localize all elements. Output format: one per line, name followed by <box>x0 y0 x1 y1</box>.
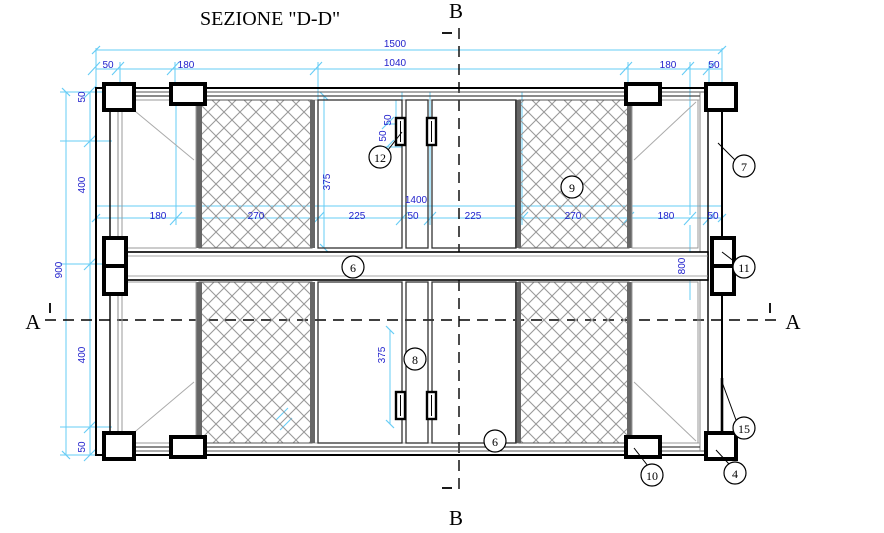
hinge-icon <box>394 116 438 421</box>
dim-chain-50-c: 50 <box>407 211 419 222</box>
dim-left-400-lower: 400 <box>77 346 88 363</box>
hatched-panel <box>518 281 630 444</box>
side-hardware <box>102 236 128 268</box>
section-marker-b-bottom: B <box>449 506 463 530</box>
callout-15: 15 <box>732 416 756 440</box>
callout-label: 9 <box>569 181 575 195</box>
dim-top-left-180: 180 <box>178 60 195 71</box>
dim-chain-225-l: 225 <box>349 211 366 222</box>
structure-plan <box>95 82 738 461</box>
callout-8: 8 <box>403 347 427 371</box>
callout-layer <box>387 131 737 467</box>
edge-post <box>624 435 662 459</box>
callout-label: 7 <box>741 160 747 174</box>
dim-top-left-50: 50 <box>102 60 114 71</box>
door-leaf <box>317 281 403 444</box>
dim-chain-50-r: 50 <box>707 211 719 222</box>
door-leaf <box>317 99 403 249</box>
dimension-texts: 1500 1040 50 180 180 50 50 400 900 400 5… <box>54 39 720 453</box>
callout-6-upper: 6 <box>341 255 365 279</box>
dim-top-right-180: 180 <box>660 60 677 71</box>
dim-top-right-50: 50 <box>708 60 720 71</box>
transom-beam <box>109 251 709 281</box>
corner-post <box>704 82 738 112</box>
callout-label: 10 <box>646 469 658 483</box>
callout-10: 10 <box>640 463 664 487</box>
edge-post <box>169 82 207 106</box>
section-marker-a-right: A <box>785 310 801 334</box>
side-hardware <box>102 264 128 296</box>
callout-label: 8 <box>412 353 418 367</box>
callout-label: 6 <box>350 261 356 275</box>
callout-11: 11 <box>732 255 756 279</box>
section-lines <box>45 28 782 493</box>
section-marker-a-left: A <box>25 310 41 334</box>
dim-chain-270-l: 270 <box>248 211 265 222</box>
dim-right-800: 800 <box>677 257 688 274</box>
dim-chain-180-r: 180 <box>658 211 675 222</box>
callout-label: 15 <box>738 422 750 436</box>
hatched-panel <box>518 99 630 249</box>
dim-chain-180-l: 180 <box>150 211 167 222</box>
callout-9: 9 <box>560 175 584 199</box>
dim-left-400-upper: 400 <box>77 176 88 193</box>
section-marker-labels: B B A A <box>25 0 801 530</box>
callout-label: 4 <box>732 467 738 481</box>
corner-post <box>102 431 136 461</box>
callout-7: 7 <box>732 154 756 178</box>
dim-left-900: 900 <box>54 261 65 278</box>
callout-label: 11 <box>738 261 750 275</box>
callouts: 12 9 7 11 6 8 6 15 10 4 <box>341 145 756 487</box>
door-leaf <box>431 99 517 249</box>
callout-12: 12 <box>368 145 392 169</box>
edge-post <box>169 435 207 459</box>
dim-top-inner: 1040 <box>384 58 407 69</box>
callout-label: 6 <box>492 435 498 449</box>
dim-chain-270-r: 270 <box>565 211 582 222</box>
dim-center-375-lower: 375 <box>377 346 388 363</box>
side-hardware <box>710 236 736 268</box>
door-leaf <box>405 99 429 249</box>
page-title: SEZIONE "D-D" <box>200 8 340 30</box>
door-leaf <box>431 281 517 444</box>
edge-post <box>624 82 662 106</box>
hatched-panel <box>198 281 313 444</box>
dim-top-overall: 1500 <box>384 39 407 50</box>
corner-post <box>102 82 136 112</box>
dim-left-bottom-50: 50 <box>77 441 88 453</box>
side-hardware <box>710 264 736 296</box>
hatched-panel <box>198 99 313 249</box>
dim-left-top-50: 50 <box>77 91 88 103</box>
callout-4: 4 <box>723 461 747 485</box>
callout-6-lower: 6 <box>483 429 507 453</box>
dim-center-50-a: 50 <box>383 114 394 126</box>
section-marker-b-top: B <box>449 0 463 23</box>
dim-center-50-b: 50 <box>378 130 389 142</box>
dim-center-375-upper: 375 <box>322 173 333 190</box>
dim-chain-225-r: 225 <box>465 211 482 222</box>
dim-mid-1400: 1400 <box>405 195 428 206</box>
callout-label: 12 <box>374 151 386 165</box>
